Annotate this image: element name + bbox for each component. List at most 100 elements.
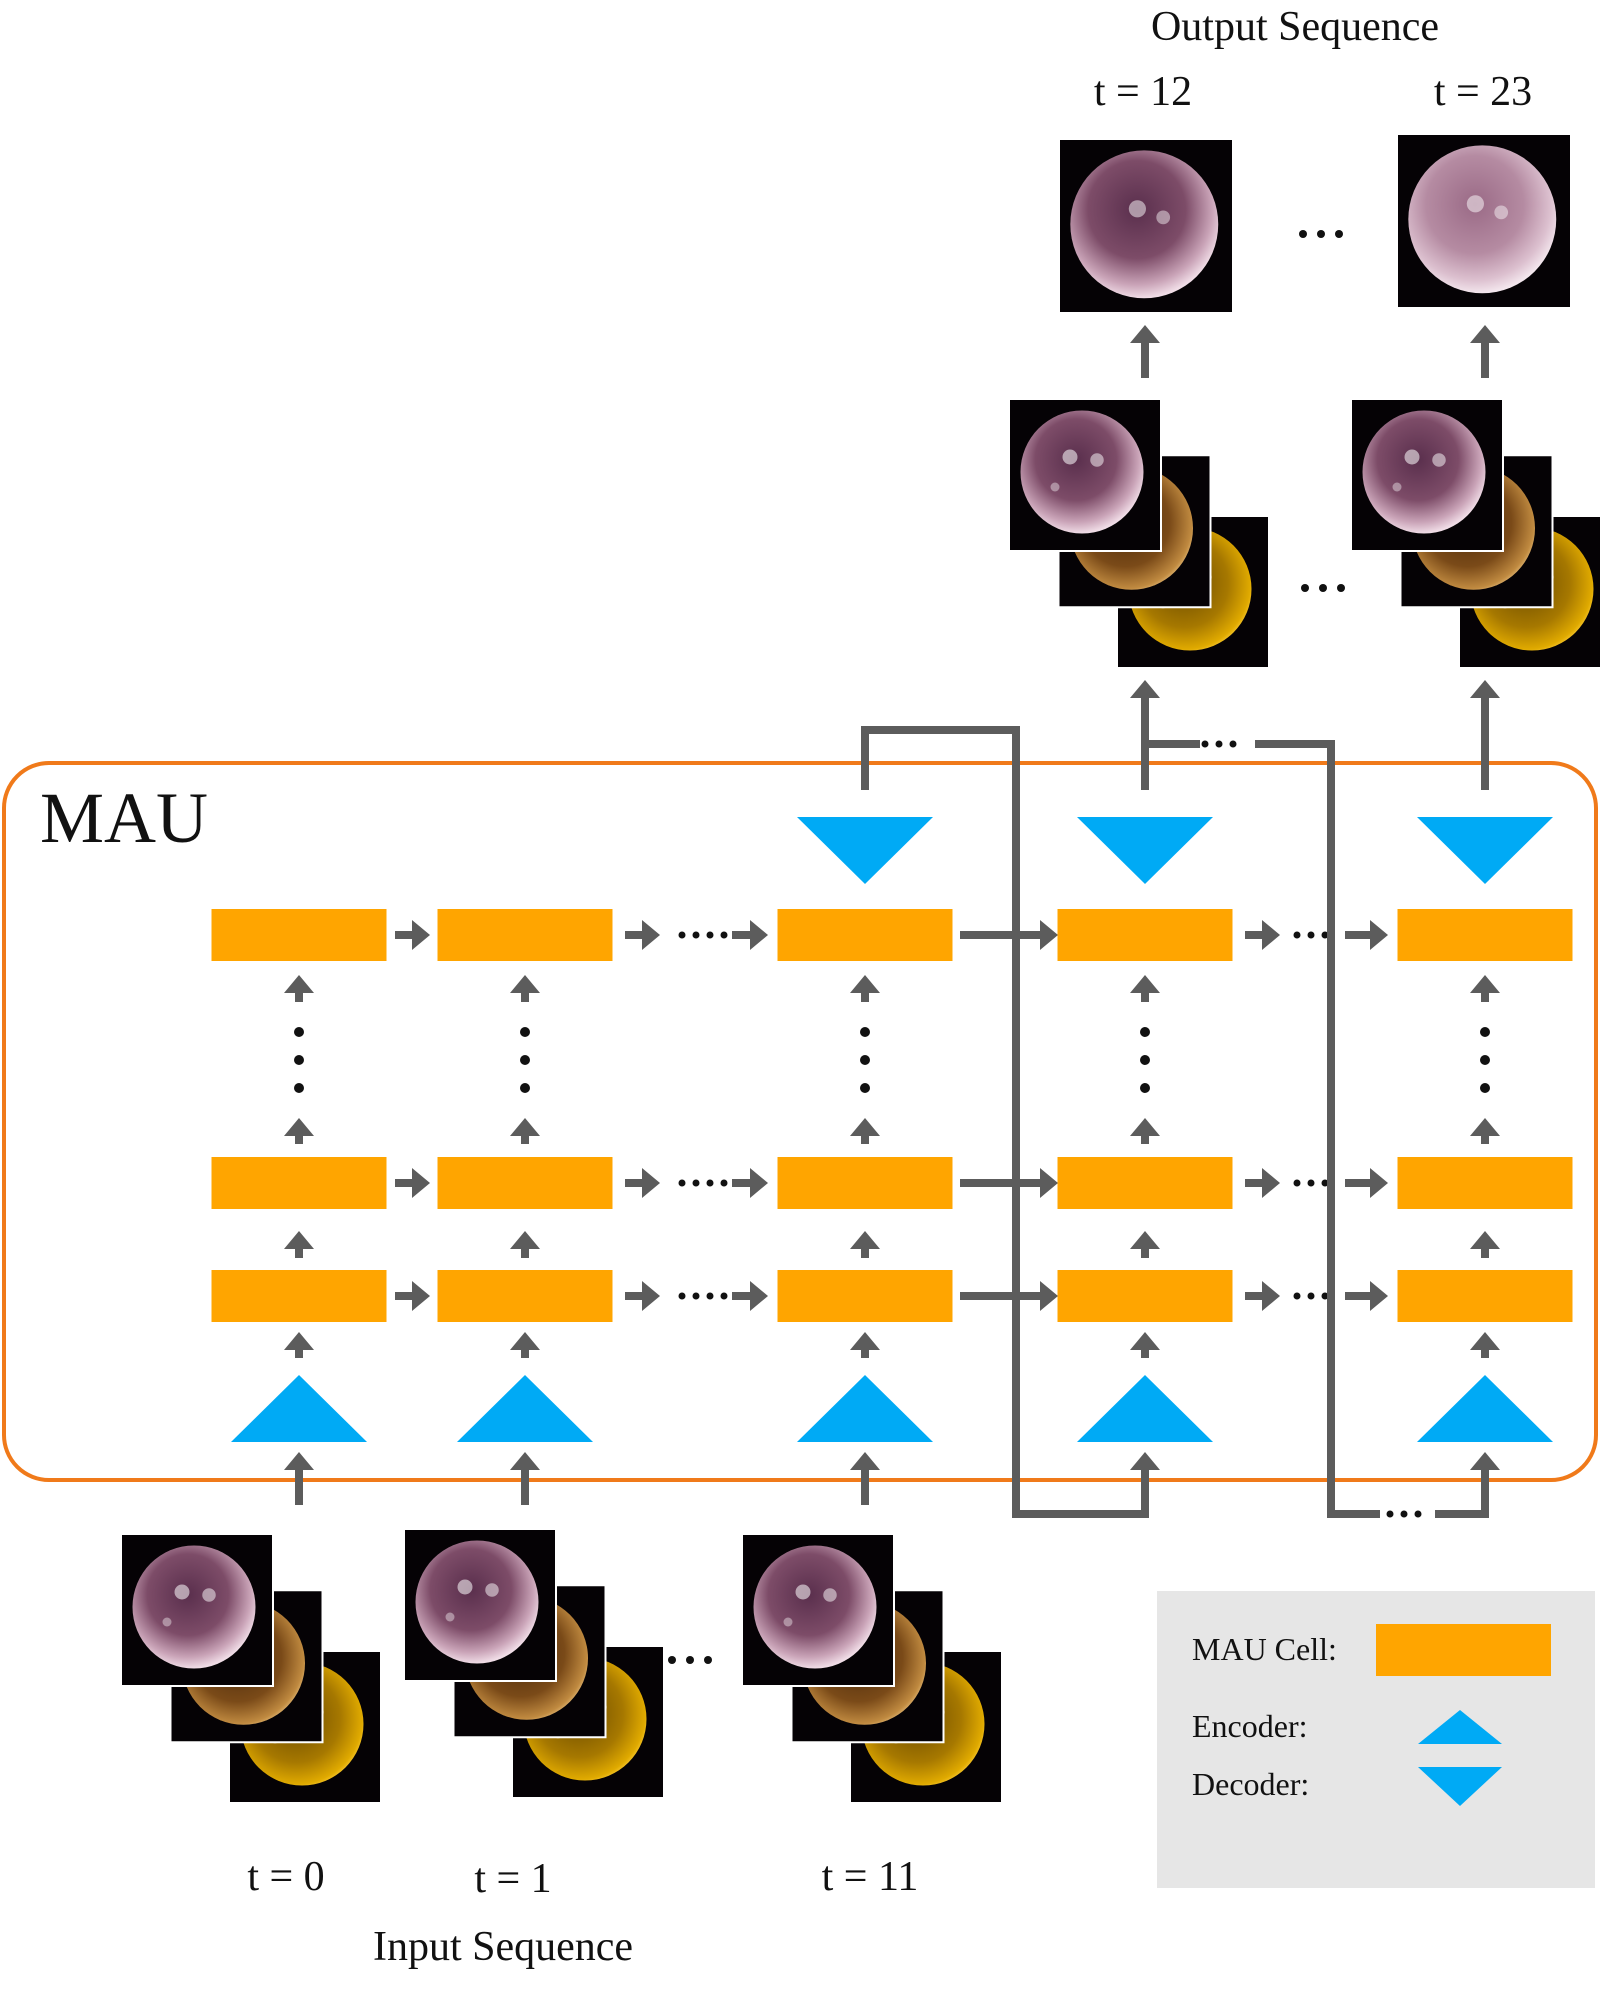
arrow-up-in-c1-head: [510, 1452, 540, 1470]
mau-cell-c0-r1: [211, 1157, 387, 1209]
vdots-c3-0: [1140, 1027, 1150, 1037]
output-frame-12-disk: [1070, 150, 1219, 299]
mau-cell-c0-r2: [211, 1270, 387, 1322]
hdots-r0-e-0: [1293, 931, 1301, 939]
input-stack-0-purple-frame-disk: [132, 1545, 256, 1669]
output-frame-23-disk: [1408, 145, 1557, 294]
mau-cell-c1-r1: [437, 1157, 613, 1209]
hdots-r1-b-1: [692, 1179, 700, 1187]
vdots-c4-0: [1480, 1027, 1490, 1037]
arrow-up-top-c4-head: [1470, 975, 1500, 993]
mau-frame: [2, 761, 1598, 1482]
encoder-4: [1417, 1375, 1553, 1442]
arrow-up-in-c0-head: [284, 1452, 314, 1470]
input-time-1: t = 1: [474, 1856, 551, 1902]
mau-cell-c4-r2: [1397, 1270, 1573, 1322]
arrow-up-in-c4-head: [1470, 1452, 1500, 1470]
arrow-up-out-23-head: [1470, 325, 1500, 343]
legend-decoder-icon: [1418, 1767, 1502, 1806]
arrow-h-r2-e-head: [1262, 1281, 1280, 1311]
input-stack-1-purple-frame-spot-a: [457, 1579, 473, 1595]
input-sequence-title: Input Sequence: [373, 1924, 633, 1970]
arrow-h-r1-b-head: [642, 1168, 660, 1198]
hdots-feedback-top-1: [1215, 740, 1223, 748]
hdots-r0-b-1: [692, 931, 700, 939]
arrow-up-mid-c1-head: [510, 1118, 540, 1136]
hdots-r2-e-2: [1321, 1292, 1329, 1300]
hdots-r2-b-1: [692, 1292, 700, 1300]
arrow-h-r0-e-head: [1262, 920, 1280, 950]
mau-cell-c1-r2: [437, 1270, 613, 1322]
input-stack-11-purple-frame-spot-a: [795, 1584, 811, 1600]
legend-decoder-label: Decoder:: [1192, 1766, 1309, 1802]
hdots-r2-e-1: [1307, 1292, 1315, 1300]
input-time-11: t = 11: [822, 1854, 919, 1900]
vdots-c4-2: [1480, 1083, 1490, 1093]
output-stack-23-purple-frame-spot-a: [1404, 449, 1420, 465]
input-stack-1-purple-frame-disk: [415, 1540, 539, 1664]
vdots-c0-1: [294, 1055, 304, 1065]
hdots-r1-e-0: [1293, 1179, 1301, 1187]
arrow-up-mid-c0-head: [284, 1118, 314, 1136]
arrow-up-top-c2-head: [850, 975, 880, 993]
output-time-12: t = 12: [1094, 69, 1192, 115]
arrow-up-top-c0-head: [284, 975, 314, 993]
output-stack-23-purple-frame-spot-c: [1392, 482, 1402, 492]
hdots-in-stack-0: [668, 1656, 676, 1664]
output-stack-23-purple-frame-disk: [1362, 410, 1486, 534]
arrow-h-r0-a-head: [412, 920, 430, 950]
hdots-r1-b-2: [706, 1179, 714, 1187]
mau-cell-c1-r0: [437, 909, 613, 961]
arrow-up-in-c2-head: [850, 1452, 880, 1470]
arrow-h-r1-d-head: [1040, 1168, 1058, 1198]
input-time-0: t = 0: [247, 1854, 324, 1900]
vdots-c1-0: [520, 1027, 530, 1037]
hdots-in-stack-2: [704, 1656, 712, 1664]
arrow-up-low-c4-head: [1470, 1231, 1500, 1249]
hdots-out-stack-2: [1337, 584, 1345, 592]
output-time-23: t = 23: [1434, 69, 1532, 115]
mau-cell-c2-r0: [777, 909, 953, 961]
encoder-0: [231, 1375, 367, 1442]
arrow-up-top-c1-head: [510, 975, 540, 993]
encoder-3: [1077, 1375, 1213, 1442]
mau-cell-c3-r1: [1057, 1157, 1233, 1209]
hdots-out-single-0: [1299, 230, 1307, 238]
arrow-up-mid-c3-head: [1130, 1118, 1160, 1136]
arrow-h-r2-b-head: [642, 1281, 660, 1311]
hdots-r2-b-2: [706, 1292, 714, 1300]
hdots-in-stack-1: [686, 1656, 694, 1664]
vdots-c4-1: [1480, 1055, 1490, 1065]
arrow-up-low-c2-head: [850, 1231, 880, 1249]
arrow-up-enc-c1-head: [510, 1332, 540, 1350]
arrow-up-enc-c2-head: [850, 1332, 880, 1350]
output-frame-12-spot-b: [1156, 210, 1171, 225]
output-frame-23-spot-a: [1466, 195, 1484, 213]
arrow-up-low-c3-head: [1130, 1231, 1160, 1249]
hdots-r2-e-0: [1293, 1292, 1301, 1300]
vdots-c1-2: [520, 1083, 530, 1093]
mau-cell-c3-r0: [1057, 909, 1233, 961]
arrow-up-enc-c3-head: [1130, 1332, 1160, 1350]
output-frame-12-spot-a: [1128, 200, 1146, 218]
decoder-4: [1417, 817, 1553, 884]
arrow-up-dec-c4-head: [1470, 680, 1500, 698]
vdots-c3-1: [1140, 1055, 1150, 1065]
input-stack-11-purple-frame-spot-c: [783, 1617, 793, 1627]
legend-encoder-label: Encoder:: [1192, 1708, 1308, 1744]
arrow-up-low-c1-head: [510, 1231, 540, 1249]
input-stack-11-purple-frame-spot-b: [823, 1588, 837, 1602]
arrow-h-r1-c-head: [750, 1168, 768, 1198]
arrow-h-r0-c-head: [750, 920, 768, 950]
hdots-r0-b-2: [706, 931, 714, 939]
hdots-feedback-top-0: [1201, 740, 1209, 748]
arrow-h-r0-b-head: [642, 920, 660, 950]
hdots-feedback-bot-2: [1414, 1510, 1422, 1518]
hdots-out-single-1: [1317, 230, 1325, 238]
arrow-h-r2-a-head: [412, 1281, 430, 1311]
hdots-out-stack-0: [1301, 584, 1309, 592]
legend-encoder-icon: [1418, 1710, 1502, 1744]
output-stack-12-purple-frame-spot-b: [1090, 453, 1104, 467]
vdots-c0-2: [294, 1083, 304, 1093]
arrow-up-enc-c0-head: [284, 1332, 314, 1350]
